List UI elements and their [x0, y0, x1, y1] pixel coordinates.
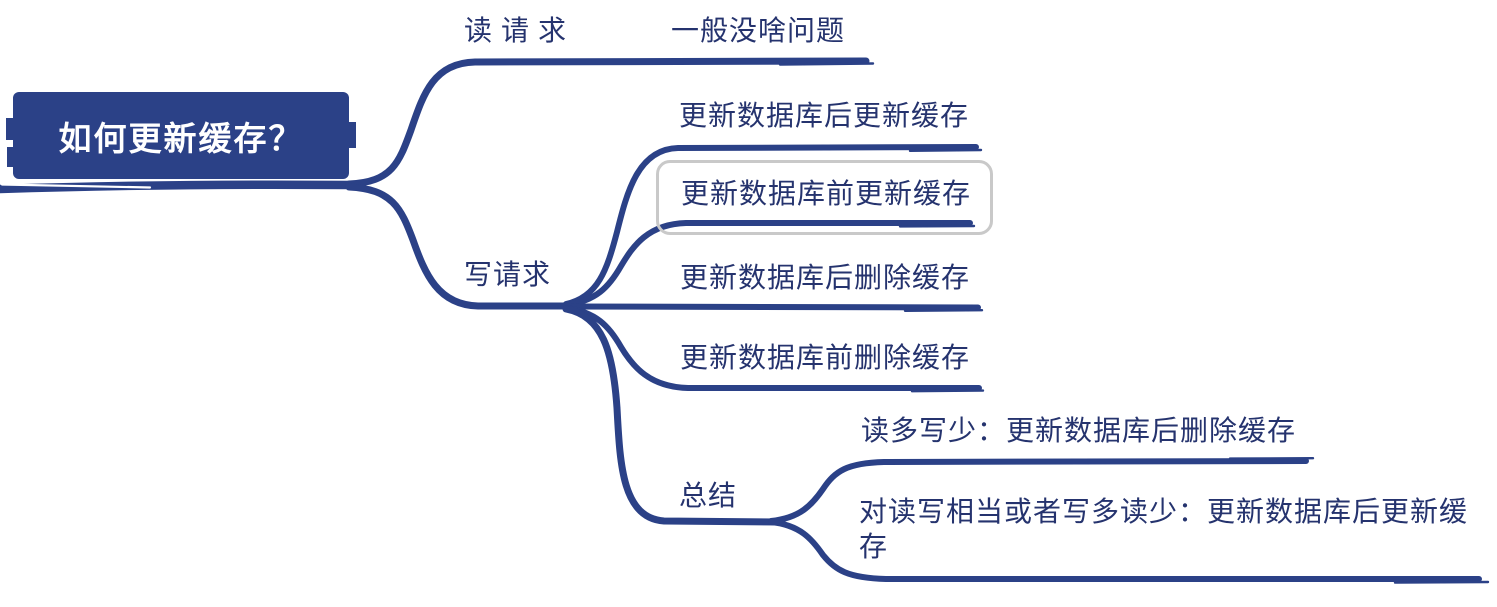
connector-delete-before: [563, 305, 982, 391]
connector-delete-after: [557, 303, 981, 311]
root-topic[interactable]: 如何更新缓存？: [6, 92, 356, 179]
node-read-no-problem[interactable]: 一般没啥问题: [671, 15, 846, 46]
root-box-edge-decoration: [7, 147, 16, 167]
node-update-cache-after-db[interactable]: 更新数据库后更新缓存: [679, 100, 970, 131]
selection-highlight: [656, 160, 993, 235]
connector-summary-read-heavy: [768, 458, 1309, 524]
node-summary-write-heavy[interactable]: 对读写相当或者写多读少：更新数据库后更新缓存: [859, 496, 1469, 562]
connector-delete-after-taper: [903, 309, 984, 312]
connector-root-line-highlight: [0, 183, 152, 189]
connector-root-line: [0, 180, 355, 194]
root-box-edge-decoration: [346, 122, 356, 148]
connector-read-branch: [345, 57, 870, 188]
connector-update-after-taper: [908, 148, 983, 152]
connector-write-branch: [345, 183, 576, 310]
connector-read-branch-taper: [778, 62, 875, 66]
root-topic-label: 如何更新缓存？: [58, 119, 304, 157]
node-summary[interactable]: 总结: [679, 480, 738, 511]
connector-summary-write-heavy-taper: [1393, 580, 1490, 584]
connector-summary-write-heavy: [768, 519, 1482, 582]
node-write-request[interactable]: 写请求: [464, 259, 552, 290]
connector-summary-branch: [562, 305, 784, 526]
root-box-edge-decoration: [6, 118, 16, 140]
node-delete-cache-before-db[interactable]: 更新数据库前删除缓存: [680, 342, 971, 373]
node-delete-cache-after-db[interactable]: 更新数据库后删除缓存: [680, 262, 971, 293]
node-read-request[interactable]: 读请求: [464, 15, 576, 46]
node-summary-read-heavy[interactable]: 读多写少：更新数据库后删除缓存: [861, 415, 1297, 446]
node-update-cache-before-db[interactable]: 更新数据库前更新缓存: [681, 178, 972, 209]
connector-delete-before-taper: [910, 389, 985, 393]
connector-update-after: [563, 144, 979, 307]
